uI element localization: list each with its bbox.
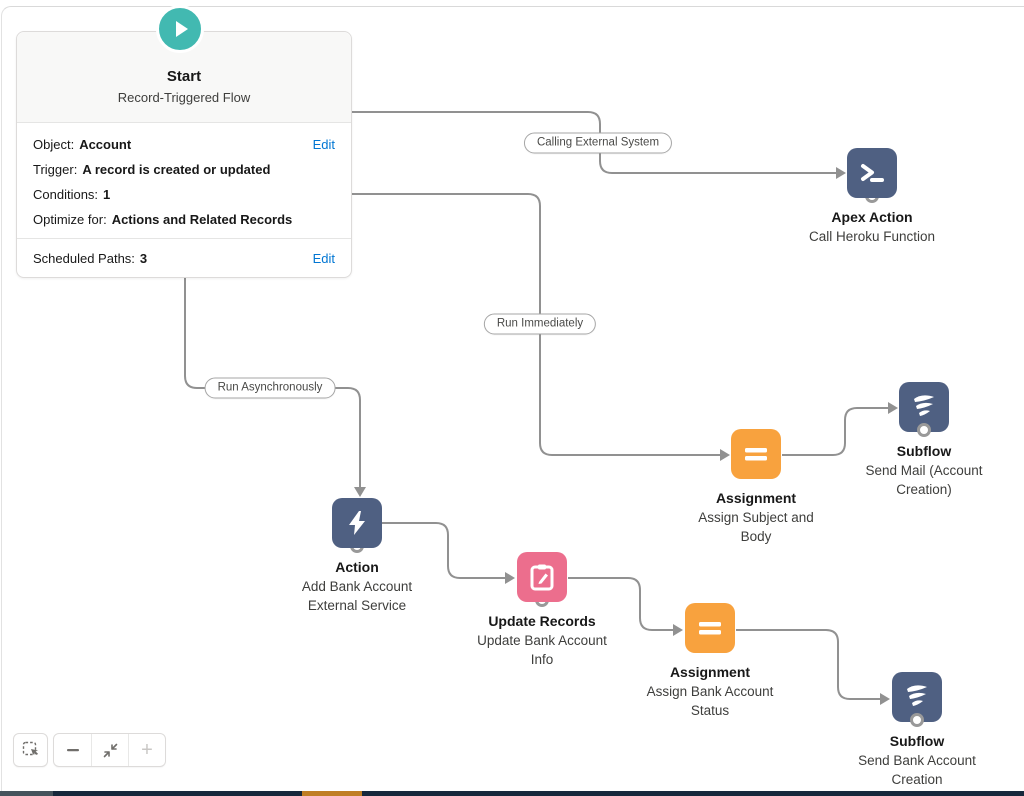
start-title: Start xyxy=(166,68,202,85)
fit-view-icon xyxy=(103,743,117,757)
node-desc: Call Heroku Function xyxy=(808,229,936,244)
start-node-card[interactable]: Start Record-Triggered Flow Object: Acco… xyxy=(16,31,352,278)
node-assignment-subject-body[interactable]: Assignment Assign Subject and Body xyxy=(671,429,841,546)
subflow-icon-button[interactable] xyxy=(892,672,942,727)
bottom-bar-orange-segment xyxy=(302,791,362,796)
object-label: Object: xyxy=(33,137,75,152)
node-desc: Assign Subject and Body xyxy=(698,510,814,544)
assignment-icon-button[interactable] xyxy=(731,429,781,479)
arrowhead xyxy=(888,402,898,414)
lightning-icon xyxy=(349,511,365,535)
connector-port xyxy=(535,593,549,607)
node-title: Subflow xyxy=(896,443,952,459)
scheduled-paths-label: Scheduled Paths: xyxy=(33,251,135,266)
action-icon-button[interactable] xyxy=(332,498,382,553)
canvas-toolbar: + xyxy=(13,733,166,767)
start-subtitle: Record-Triggered Flow xyxy=(117,90,251,105)
trigger-label: Trigger: xyxy=(33,162,78,177)
fit-view-button[interactable] xyxy=(91,734,128,766)
start-card-footer: Scheduled Paths: 3 Edit xyxy=(17,238,351,278)
select-elements-icon xyxy=(22,741,38,756)
arrowhead xyxy=(673,624,683,636)
bottom-edge-bar xyxy=(0,791,1024,796)
trigger-value: A record is created or updated xyxy=(82,162,271,177)
equals-icon xyxy=(745,448,767,461)
node-desc: Assign Bank Account Status xyxy=(646,684,774,718)
scheduled-paths-value: 3 xyxy=(139,251,148,266)
connector-update-to-assignment2 xyxy=(568,577,673,631)
connector-port xyxy=(865,189,879,203)
start-card-body: Object: Account Edit Trigger: A record i… xyxy=(17,123,351,238)
connector-assignment2-to-subflow2 xyxy=(736,629,880,700)
conditions-label: Conditions: xyxy=(33,187,99,202)
arrowhead xyxy=(505,572,515,584)
assignment-icon-button[interactable] xyxy=(685,603,735,653)
arrowhead xyxy=(836,167,846,179)
node-desc: Send Bank Account Creation xyxy=(858,753,976,787)
subflow-waves-icon xyxy=(914,395,934,416)
arrowhead xyxy=(720,449,730,461)
select-elements-button[interactable] xyxy=(13,733,48,767)
node-title: Assignment xyxy=(715,490,797,506)
connector-port xyxy=(917,423,931,437)
node-title: Assignment xyxy=(669,664,751,680)
apex-action-icon-button[interactable] xyxy=(847,148,897,203)
zoom-in-button[interactable]: + xyxy=(128,734,165,766)
zoom-out-button[interactable] xyxy=(54,734,91,766)
start-row-trigger: Trigger: A record is created or updated xyxy=(33,157,335,182)
start-row-optimize: Optimize for: Actions and Related Record… xyxy=(33,207,335,232)
connector-port xyxy=(910,713,924,727)
zoom-controls: + xyxy=(53,733,166,767)
node-action-add-bank-account[interactable]: Action Add Bank Account External Service xyxy=(272,498,442,615)
record-update-icon-button[interactable] xyxy=(517,552,567,607)
arrowhead xyxy=(880,693,890,705)
zoom-out-icon xyxy=(66,749,79,752)
start-row-object: Object: Account Edit xyxy=(33,132,335,157)
path-label-calling-external-system[interactable]: Calling External System xyxy=(523,132,673,154)
terminal-icon xyxy=(861,164,884,182)
start-play-button[interactable] xyxy=(156,5,204,53)
node-title: Subflow xyxy=(889,733,945,749)
optimize-label: Optimize for: xyxy=(33,212,107,227)
connector-port xyxy=(350,539,364,553)
node-update-records[interactable]: Update Records Update Bank Account Info xyxy=(457,552,627,669)
node-title: Update Records xyxy=(488,613,596,629)
subflow-waves-icon xyxy=(907,685,927,706)
record-update-icon xyxy=(530,564,554,591)
edit-scheduled-paths-link[interactable]: Edit xyxy=(312,251,335,266)
object-value: Account xyxy=(79,137,132,152)
node-desc: Send Mail (Account Creation) xyxy=(865,463,983,497)
start-row-conditions: Conditions: 1 xyxy=(33,182,335,207)
edit-trigger-link[interactable]: Edit xyxy=(312,137,335,152)
node-title: Action xyxy=(335,559,379,575)
node-assignment-bank-status[interactable]: Assignment Assign Bank Account Status xyxy=(625,603,795,720)
play-icon xyxy=(176,21,188,37)
equals-icon xyxy=(699,622,721,635)
node-title: Apex Action xyxy=(831,209,913,225)
subflow-icon-button[interactable] xyxy=(899,382,949,437)
connector-assignment1-to-subflow1 xyxy=(782,407,888,456)
node-apex-action[interactable]: Apex Action Call Heroku Function xyxy=(787,148,957,246)
node-desc: Add Bank Account External Service xyxy=(301,579,413,613)
connector-action-to-update xyxy=(382,522,505,579)
zoom-in-icon: + xyxy=(141,739,153,761)
node-desc: Update Bank Account Info xyxy=(477,633,607,667)
path-label-run-immediately[interactable]: Run Immediately xyxy=(483,313,597,335)
optimize-value: Actions and Related Records xyxy=(111,212,293,227)
node-subflow-send-bank-account[interactable]: Subflow Send Bank Account Creation xyxy=(832,672,1002,789)
path-label-run-asynchronously[interactable]: Run Asynchronously xyxy=(204,377,336,399)
arrowhead xyxy=(354,487,366,497)
node-subflow-send-mail[interactable]: Subflow Send Mail (Account Creation) xyxy=(839,382,1009,499)
conditions-value: 1 xyxy=(103,187,111,202)
bottom-bar-left-segment xyxy=(0,791,53,796)
